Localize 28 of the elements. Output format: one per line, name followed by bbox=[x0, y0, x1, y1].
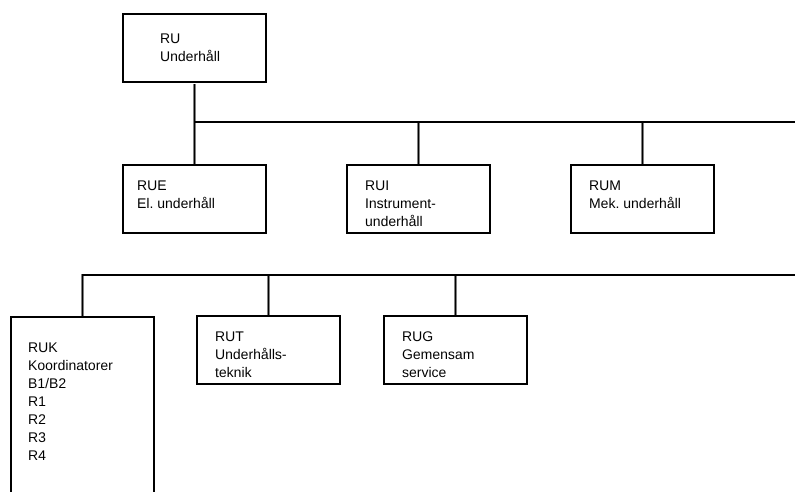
unit-label: RUT bbox=[215, 327, 245, 345]
unit-label: Koordinatorer bbox=[28, 356, 114, 374]
unit-label: RU bbox=[160, 29, 182, 47]
unit-label: R4 bbox=[28, 446, 47, 464]
unit-label: Underhålls- teknik bbox=[215, 345, 288, 381]
unit-label: RUK bbox=[28, 338, 59, 356]
org-box bbox=[10, 316, 155, 492]
unit-label: R2 bbox=[28, 410, 47, 428]
unit-label: El. underhåll bbox=[137, 194, 216, 212]
unit-label: R1 bbox=[28, 392, 47, 410]
unit-label: R3 bbox=[28, 428, 47, 446]
org-box bbox=[346, 164, 491, 234]
org-box bbox=[196, 315, 341, 385]
unit-label: RUG bbox=[402, 327, 434, 345]
unit-label: RUI bbox=[365, 176, 390, 194]
org-box bbox=[122, 13, 267, 83]
unit-label: Instrument- underhåll bbox=[365, 194, 437, 230]
unit-label: Mek. underhåll bbox=[589, 194, 682, 212]
org-connector bbox=[454, 274, 795, 315]
unit-label: Gemensam bbox=[402, 345, 476, 363]
unit-label: B1/B2 bbox=[28, 374, 68, 392]
org-box bbox=[122, 164, 267, 234]
unit-label: service bbox=[402, 363, 448, 381]
unit-label: RUM bbox=[589, 176, 622, 194]
unit-label: Underhåll bbox=[160, 47, 221, 65]
org-box bbox=[383, 315, 528, 385]
org-box bbox=[570, 164, 715, 234]
unit-label: RUE bbox=[137, 176, 168, 194]
